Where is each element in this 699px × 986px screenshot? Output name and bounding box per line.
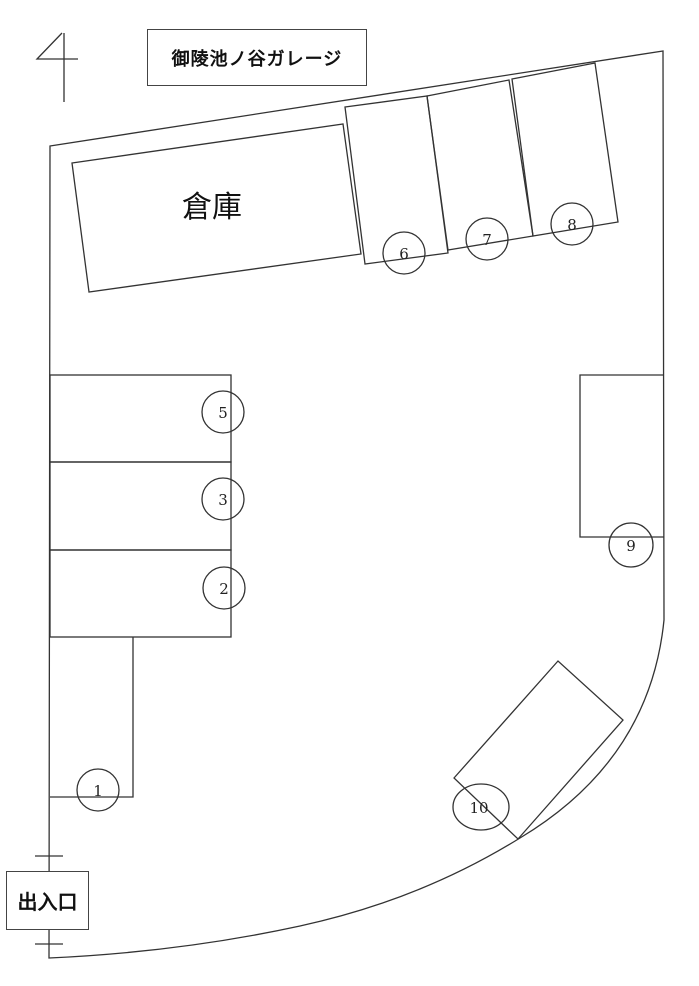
svg-text:6: 6 — [399, 245, 409, 263]
space-5-outline[interactable] — [49, 374, 232, 463]
space-marker-2[interactable]: 2 — [202, 566, 246, 610]
svg-text:8: 8 — [567, 216, 577, 234]
space-9-outline[interactable] — [579, 374, 664, 538]
space-10-outline[interactable] — [453, 660, 624, 840]
space-marker-8[interactable]: 8 — [550, 202, 594, 246]
space-2-outline[interactable] — [49, 549, 232, 638]
warehouse-building — [71, 123, 362, 293]
lot-boundary — [48, 50, 665, 959]
space-marker-7[interactable]: 7 — [465, 217, 509, 261]
space-1-outline[interactable] — [50, 637, 134, 798]
svg-text:3: 3 — [218, 491, 228, 509]
svg-text:7: 7 — [482, 231, 492, 249]
space-8-outline[interactable] — [511, 62, 619, 237]
page-number-glyph — [35, 32, 78, 102]
svg-text:2: 2 — [219, 580, 229, 598]
space-marker-6[interactable]: 6 — [382, 231, 426, 275]
svg-text:5: 5 — [218, 404, 228, 422]
svg-text:10: 10 — [469, 799, 488, 817]
warehouse-label: 倉庫 — [182, 190, 242, 225]
svg-text:1: 1 — [93, 782, 103, 800]
space-marker-5[interactable]: 5 — [201, 390, 245, 434]
space-marker-3[interactable]: 3 — [201, 477, 245, 521]
space-7-outline[interactable] — [426, 79, 534, 251]
entrance-label[interactable]: 出入口 — [6, 871, 89, 930]
space-marker-10[interactable]: 10 — [452, 783, 510, 831]
space-marker-9[interactable]: 9 — [608, 522, 654, 568]
space-6-outline[interactable] — [344, 95, 449, 265]
svg-text:9: 9 — [626, 537, 636, 555]
garage-title: 御陵池ノ谷ガレージ — [147, 29, 367, 86]
space-marker-1[interactable]: 1 — [76, 768, 120, 812]
